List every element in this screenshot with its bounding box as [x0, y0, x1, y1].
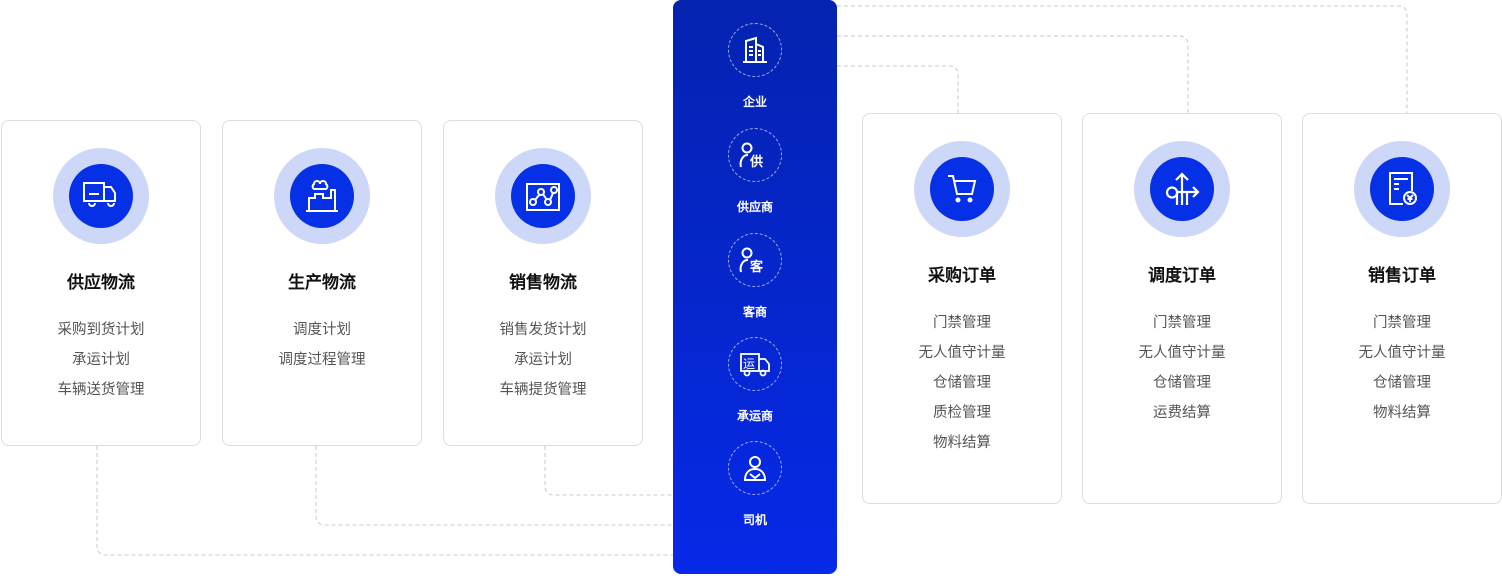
svg-text:供: 供	[749, 154, 763, 169]
route-map-icon	[511, 164, 575, 228]
card-title: 生产物流	[288, 273, 356, 293]
list-item: 门禁管理	[933, 315, 991, 331]
role-label: 客商	[742, 305, 767, 319]
role-label: 企业	[742, 95, 767, 109]
role-carrier: 运 承运商	[673, 337, 837, 424]
building-icon	[728, 23, 782, 77]
list-item: 销售发货计划	[499, 322, 587, 338]
card-dispatch-order: 调度订单 门禁管理无人值守计量仓储管理运费结算	[1082, 113, 1282, 504]
svg-text:客: 客	[750, 259, 764, 274]
list-item: 车辆送货管理	[57, 382, 145, 398]
list-item: 承运计划	[72, 352, 130, 368]
card-title: 调度订单	[1148, 266, 1216, 286]
roles-panel: 企业 供 供应商 客 客商 运 承运商 司机	[673, 0, 837, 574]
invoice-yen-icon	[1370, 157, 1434, 221]
list-item: 车辆提货管理	[499, 382, 587, 398]
card-title: 供应物流	[67, 273, 135, 293]
carrier-truck-icon: 运	[728, 337, 782, 391]
list-item: 无人值守计量	[918, 345, 1006, 361]
role-driver: 司机	[673, 441, 837, 528]
role-label: 司机	[742, 513, 767, 527]
card-supply-logistics: 供应物流 采购到货计划承运计划车辆送货管理	[1, 120, 201, 446]
role-supplier: 供 供应商	[673, 128, 837, 215]
card-title: 采购订单	[928, 266, 996, 286]
card-purchase-order: 采购订单 门禁管理无人值守计量仓储管理质检管理物料结算	[862, 113, 1062, 504]
cart-icon	[930, 157, 994, 221]
list-item: 物料结算	[1373, 405, 1431, 421]
list-item: 质检管理	[933, 405, 991, 421]
list-item: 无人值守计量	[1138, 345, 1226, 361]
list-item: 调度计划	[293, 322, 351, 338]
svg-text:运: 运	[743, 357, 755, 371]
card-title: 销售订单	[1368, 266, 1436, 286]
driver-icon	[728, 441, 782, 495]
list-item: 仓储管理	[933, 375, 991, 391]
factory-icon	[290, 164, 354, 228]
list-item: 仓储管理	[1373, 375, 1431, 391]
dispatch-arrows-icon	[1150, 157, 1214, 221]
role-label: 供应商	[736, 200, 773, 214]
list-item: 门禁管理	[1373, 315, 1431, 331]
list-item: 采购到货计划	[57, 322, 145, 338]
list-item: 仓储管理	[1153, 375, 1211, 391]
truck-icon	[69, 164, 133, 228]
supplier-user-icon: 供	[728, 128, 782, 182]
list-item: 物料结算	[933, 435, 991, 451]
list-item: 门禁管理	[1153, 315, 1211, 331]
card-sales-order: 销售订单 门禁管理无人值守计量仓储管理物料结算	[1302, 113, 1502, 504]
card-sales-logistics: 销售物流 销售发货计划承运计划车辆提货管理	[443, 120, 643, 446]
role-enterprise: 企业	[673, 23, 837, 110]
role-customer: 客 客商	[673, 233, 837, 320]
list-item: 承运计划	[514, 352, 572, 368]
role-label: 承运商	[736, 409, 773, 423]
card-title: 销售物流	[509, 273, 577, 293]
list-item: 无人值守计量	[1358, 345, 1446, 361]
card-production-logistics: 生产物流 调度计划调度过程管理	[222, 120, 422, 446]
list-item: 调度过程管理	[278, 352, 366, 368]
customer-user-icon: 客	[728, 233, 782, 287]
list-item: 运费结算	[1153, 405, 1211, 421]
